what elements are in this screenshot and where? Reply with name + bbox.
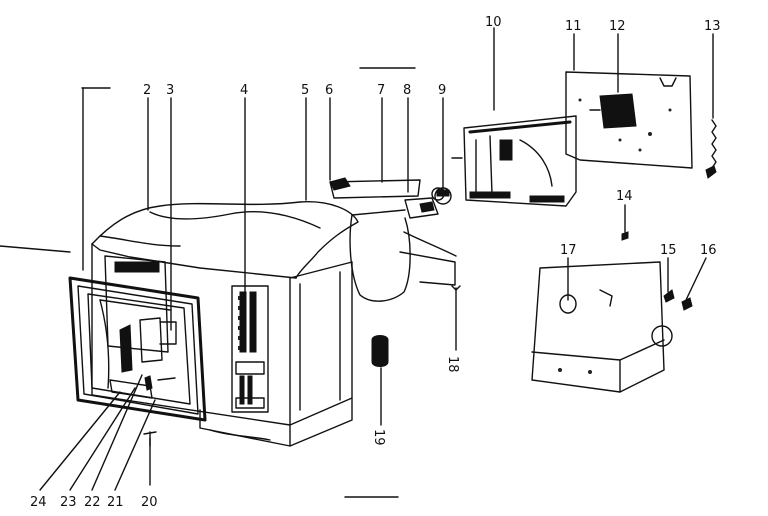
- callout-10: 10: [485, 15, 502, 30]
- tuner-assembly: [531, 231, 693, 393]
- knob-part: [143, 285, 461, 447]
- cabinet-top: [91, 201, 359, 279]
- callout-7: 7: [377, 83, 385, 98]
- callout-5: 5: [301, 83, 309, 98]
- callout-14: 14: [616, 189, 633, 204]
- chassis: [451, 115, 577, 207]
- callout-24: 24: [30, 495, 47, 510]
- callout-21: 21: [107, 495, 124, 510]
- leader-lines: [0, 27, 714, 498]
- control-panel: [231, 285, 269, 413]
- cabinet-body: [91, 243, 353, 447]
- callout-19: 19: [371, 429, 386, 446]
- callout-23: 23: [60, 495, 77, 510]
- callout-22: 22: [84, 495, 101, 510]
- callout-4: 4: [240, 83, 248, 98]
- callout-18: 18: [445, 356, 460, 373]
- callout-8: 8: [403, 83, 411, 98]
- callout-3: 3: [166, 83, 174, 98]
- callout-6: 6: [325, 83, 333, 98]
- callout-13: 13: [704, 19, 721, 34]
- callout-9: 9: [438, 83, 446, 98]
- deflection-yoke: [434, 187, 452, 205]
- callout-12: 12: [609, 19, 626, 34]
- callout-16: 16: [700, 243, 717, 258]
- callout-2: 2: [143, 83, 151, 98]
- spring-clip: [705, 119, 717, 179]
- picture-tube: [329, 177, 457, 302]
- callout-15: 15: [660, 243, 677, 258]
- callout-20: 20: [141, 495, 158, 510]
- callout-11: 11: [565, 19, 582, 34]
- callout-labels: 2 3 4 5 6 7 8 9 10 11 12 13 14 15 16 17 …: [30, 15, 721, 510]
- tube-bracket: [104, 255, 177, 353]
- circuit-board: [565, 71, 693, 169]
- callout-17: 17: [560, 243, 577, 258]
